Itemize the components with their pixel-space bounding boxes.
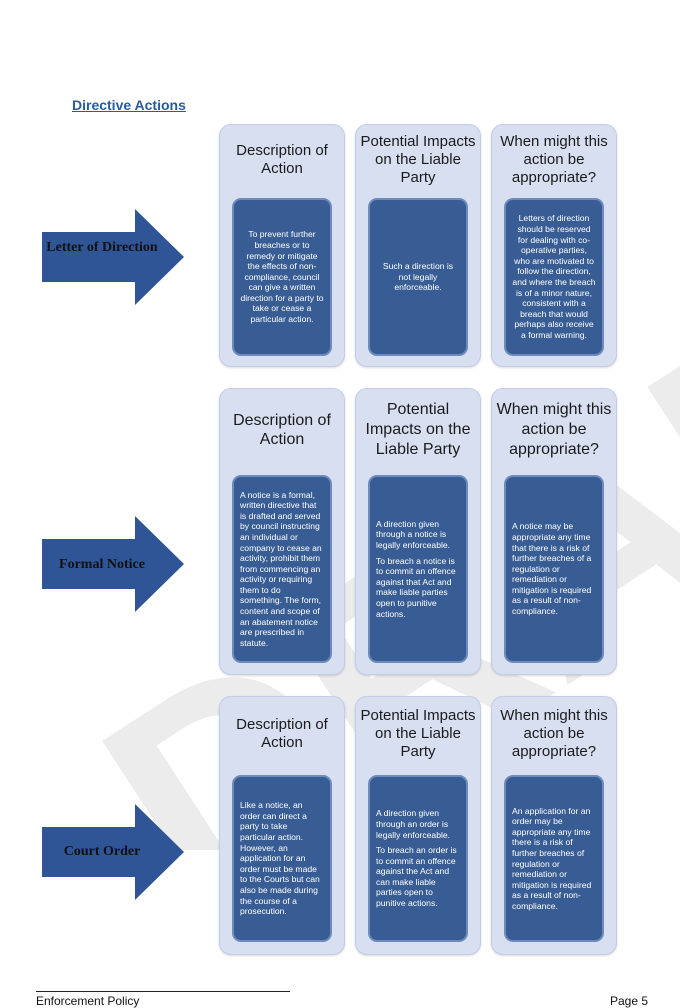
action-label: Formal Notice [59,557,145,572]
card-text: To breach an order is to commit an offen… [376,845,457,909]
right-arrow-icon [42,516,184,612]
card-body: Like a notice, an order can direct a par… [232,775,332,942]
card-description: Description of Action Like a notice, an … [219,696,345,955]
card-body: A notice is a formal, written directive … [232,475,332,663]
card-heading: Potential Impacts on the Liable Party [360,707,476,760]
right-arrow-icon [42,209,184,305]
card-text: An application for an order may be appro… [512,805,592,911]
card-description: Description of Action A notice is a form… [219,388,345,675]
section-title: Directive Actions [72,97,186,113]
card-heading: When might this action be appropriate? [496,401,612,458]
card-text: A notice is a formal, written directive … [240,489,322,648]
card-text: Letters of direction should be reserved … [512,213,596,340]
card-heading: When might this action be appropriate? [500,133,608,186]
card-impacts: Potential Impacts on the Liable Party A … [355,696,481,955]
action-label: Letter of Direction [46,240,158,255]
arrow-court-order: Court Order [42,804,184,900]
card-text: A notice may be appropriate any time tha… [512,521,592,617]
card-body: Letters of direction should be reserved … [504,198,604,356]
card-when-appropriate: When might this action be appropriate? L… [491,124,617,367]
arrow-formal-notice: Formal Notice [42,516,184,612]
card-heading: When might this action be appropriate? [500,707,608,760]
card-text: A direction given through an order is le… [376,808,451,840]
card-text: Such a direction is not legally enforcea… [382,261,454,293]
footer-document-title: Enforcement Policy [36,994,140,1008]
card-heading: Description of Action [236,716,328,751]
footer-page-number: Page 5 [610,994,649,1008]
card-body: Such a direction is not legally enforcea… [368,198,468,356]
card-heading: Description of Action [236,142,328,177]
card-body: To prevent further breaches or to remedy… [232,198,332,356]
card-text: To prevent further breaches or to remedy… [240,229,324,325]
card-body: A direction given through a notice is le… [368,475,468,663]
card-body: A notice may be appropriate any time tha… [504,475,604,663]
card-when-appropriate: When might this action be appropriate? A… [491,696,617,955]
card-heading: Potential Impacts on the Liable Party [360,133,476,186]
action-label: Court Order [63,844,141,859]
card-description: Description of Action To prevent further… [219,124,345,367]
card-impacts: Potential Impacts on the Liable Party A … [355,388,481,675]
card-body: A direction given through an order is le… [368,775,468,942]
card-when-appropriate: When might this action be appropriate? A… [491,388,617,675]
card-text: To breach a notice is to commit an offen… [376,555,456,619]
arrow-letter-of-direction: Letter of Direction [42,209,184,305]
card-text: Like a notice, an order can direct a par… [240,800,320,917]
card-text: A direction given through a notice is le… [376,518,451,551]
card-impacts: Potential Impacts on the Liable Party Su… [355,124,481,367]
right-arrow-icon [42,804,184,900]
card-heading: Description of Action [233,412,331,448]
footer-divider [36,991,290,992]
card-body: An application for an order may be appro… [504,775,604,942]
card-heading: Potential Impacts on the Liable Party [365,401,471,458]
